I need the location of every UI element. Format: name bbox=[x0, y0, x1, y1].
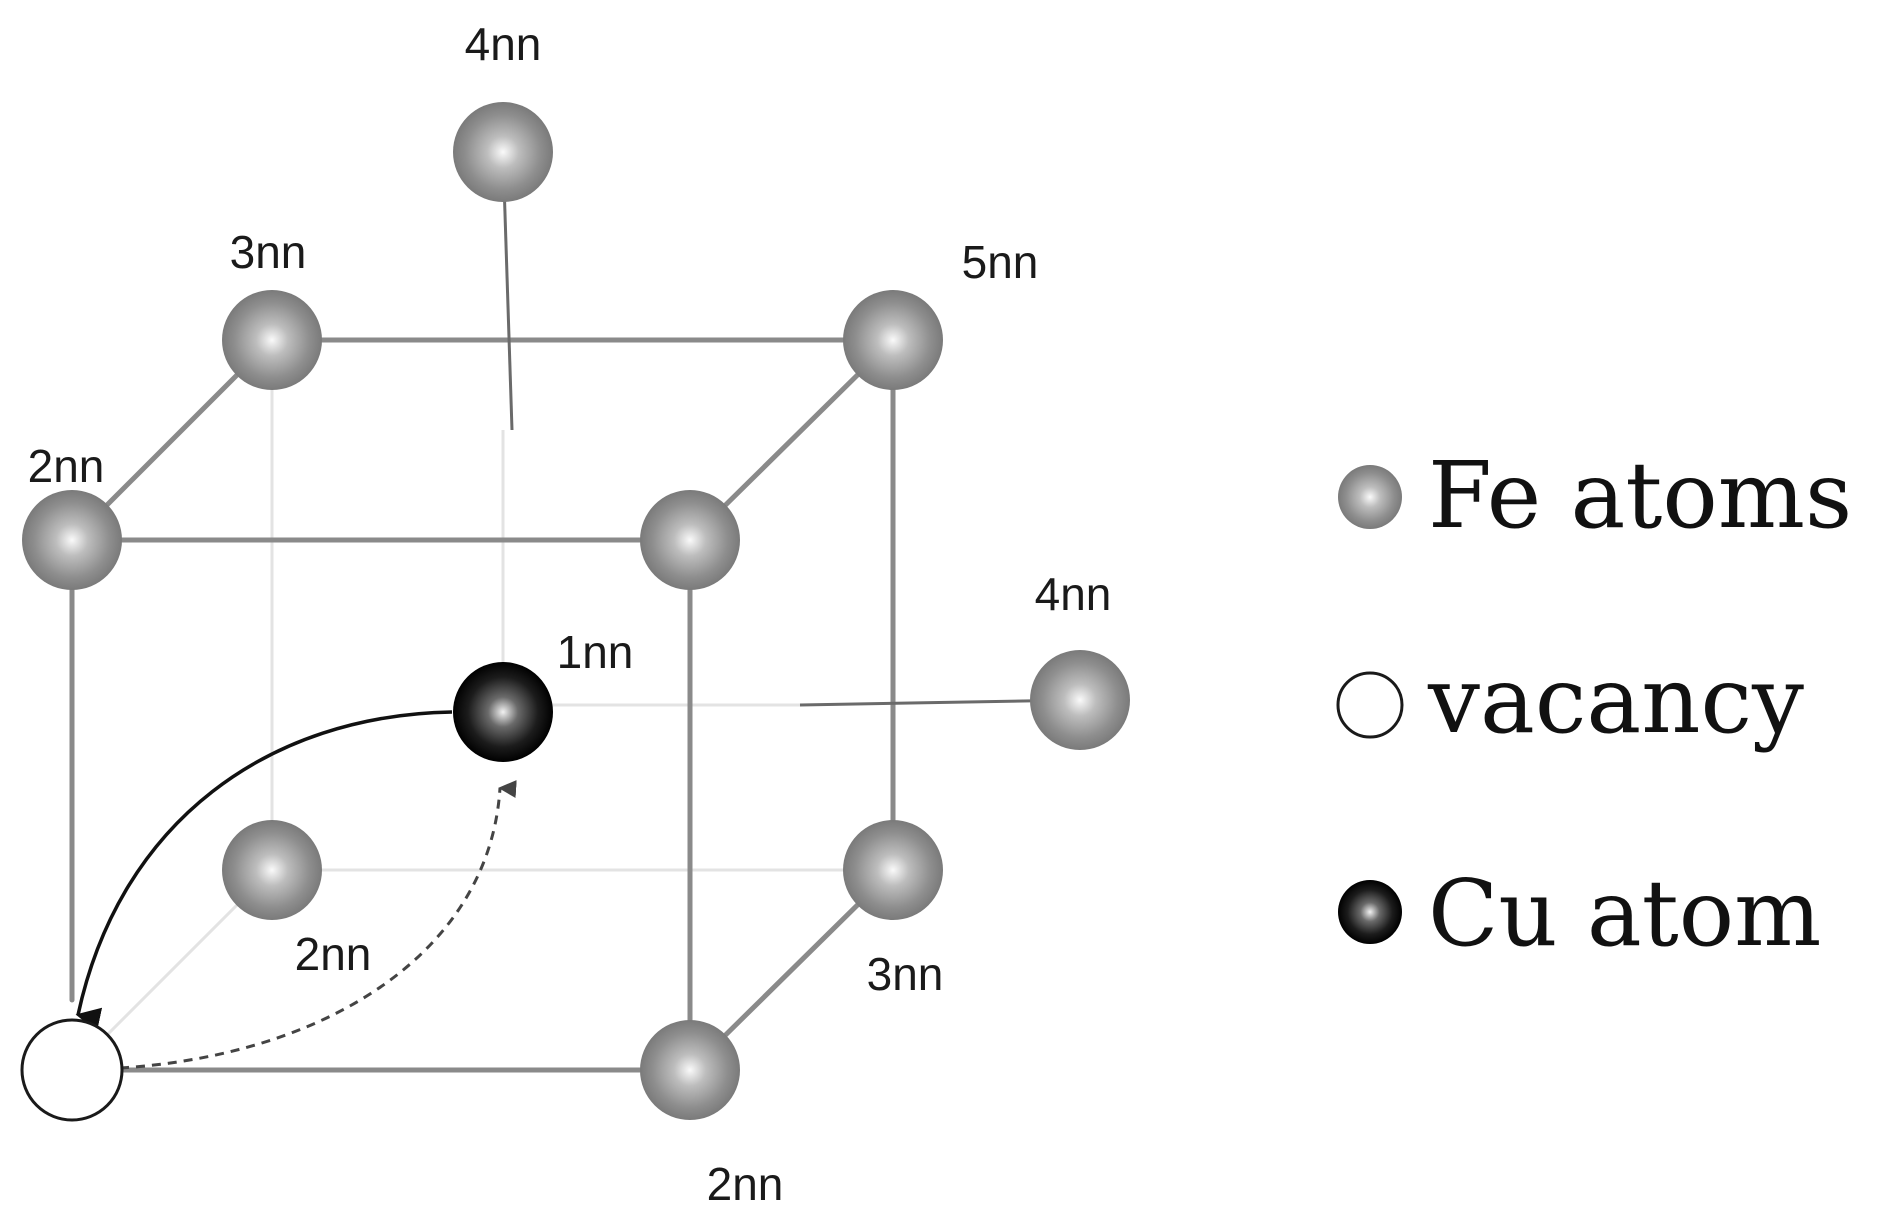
legend-vacancy-icon bbox=[1336, 671, 1404, 739]
fe-atom-front-top-right bbox=[640, 490, 740, 590]
legend: Fe atoms vacancy Cu atom bbox=[1336, 442, 1852, 967]
legend-cu-icon bbox=[1338, 880, 1402, 944]
label-back-top-right-5nn: 5nn bbox=[962, 236, 1039, 288]
fe-atom-back-top-left bbox=[222, 290, 322, 390]
legend-fe-label: Fe atoms bbox=[1428, 442, 1852, 549]
label-back-bottom-right-3nn: 3nn bbox=[867, 948, 944, 1000]
cu-atom-center bbox=[453, 662, 553, 762]
legend-vacancy-label: vacancy bbox=[1427, 647, 1804, 754]
fe-atom-top-4nn bbox=[453, 102, 553, 202]
fe-atom-back-bottom-left bbox=[222, 820, 322, 920]
neighbor-labels: 4nn 3nn 5nn 2nn 4nn 1nn 2nn 3nn 2nn bbox=[28, 18, 1112, 1210]
cu-to-vacancy-arrow bbox=[75, 710, 453, 1032]
label-right-4nn: 4nn bbox=[1035, 568, 1112, 620]
atoms bbox=[20, 102, 1130, 1122]
connectors bbox=[501, 151, 1081, 707]
jump-arrows bbox=[75, 710, 517, 1070]
fe-atom-back-bottom-right bbox=[843, 820, 943, 920]
fe-atom-right-4nn bbox=[1030, 650, 1130, 750]
fe-atom-front-bottom-right bbox=[640, 1020, 740, 1120]
label-back-top-left-3nn: 3nn bbox=[230, 226, 307, 278]
fe-atom-front-top-left bbox=[22, 490, 122, 590]
legend-fe-icon bbox=[1338, 465, 1402, 529]
label-top-4nn: 4nn bbox=[465, 18, 542, 70]
label-back-bottom-left-2nn: 2nn bbox=[295, 928, 372, 980]
fe-atom-back-top-right bbox=[843, 290, 943, 390]
label-front-top-left-2nn: 2nn bbox=[28, 440, 105, 492]
vacancy-to-cu-dashed-arrow bbox=[119, 780, 517, 1070]
label-front-bottom-right-2nn: 2nn bbox=[707, 1158, 784, 1210]
legend-cu-label: Cu atom bbox=[1428, 860, 1821, 967]
vacancy-site bbox=[20, 1018, 124, 1122]
label-center-1nn: 1nn bbox=[557, 626, 634, 678]
